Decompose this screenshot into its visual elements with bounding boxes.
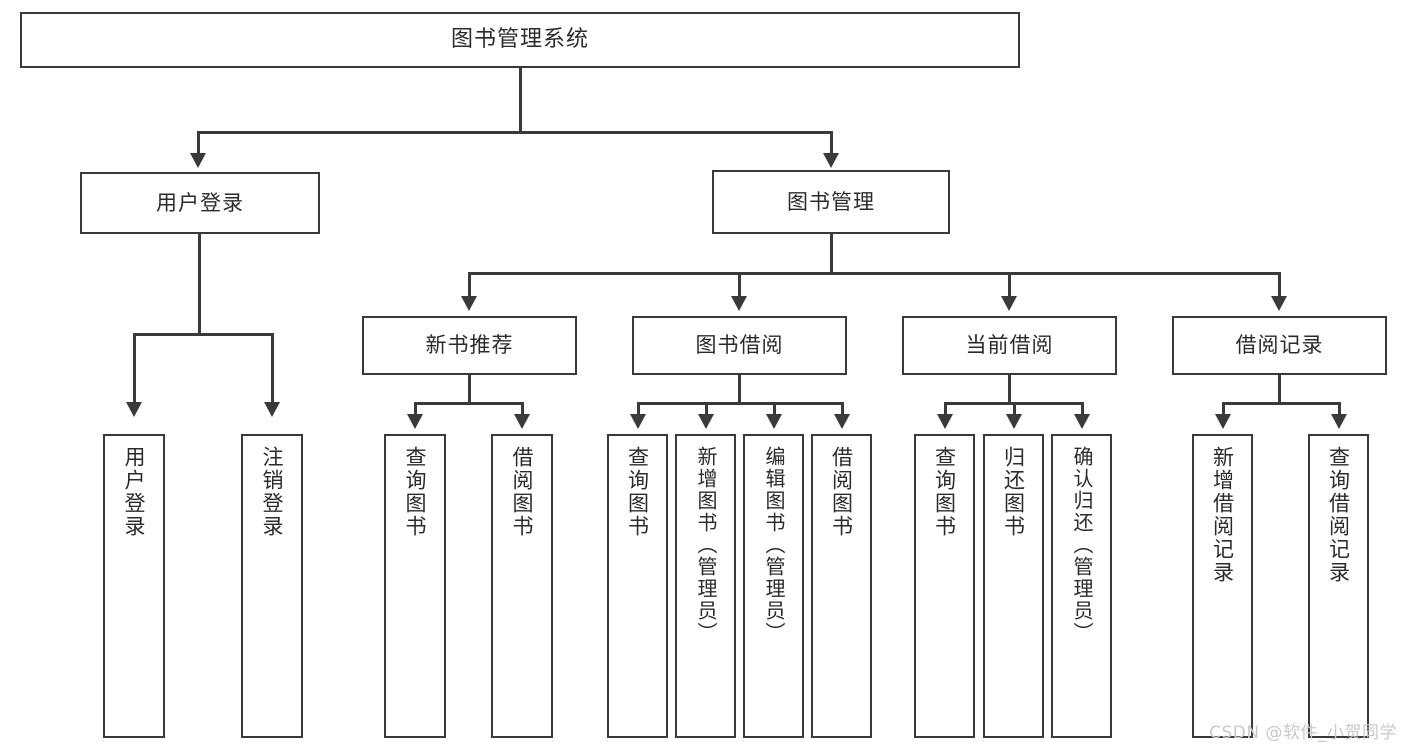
connector-level2-bus [197,131,832,134]
node-label: 用户登录 [156,190,244,215]
leaf-borrow-add-book-admin[interactable]: 新增图书（管理员） [675,434,736,738]
node-new-book-recommend[interactable]: 新书推荐 [362,316,577,375]
arrowhead-borrow-3 [766,414,782,429]
arrowhead-record-2 [1331,414,1347,429]
node-root-book-management-system[interactable]: 图书管理系统 [20,12,1020,68]
node-borrow-record[interactable]: 借阅记录 [1172,316,1387,375]
connector-record-bus [1222,402,1340,405]
connector-record-drop-2 [1338,402,1341,418]
leaf-current-query-book[interactable]: 查询图书 [914,434,975,738]
leaf-record-query-record[interactable]: 查询借阅记录 [1308,434,1369,738]
node-label: 注销登录 [260,446,285,538]
node-label: 查询图书 [625,446,650,538]
node-label: 图书管理 [787,189,875,214]
connector-level3-bus [468,272,1280,275]
connector-borrow-stem [738,375,741,404]
connector-borrow-drop-3 [773,402,776,418]
node-label: 图书管理系统 [450,27,589,53]
connector-borrow-bus [637,402,843,405]
node-label: 查询借阅记录 [1326,446,1351,584]
arrowhead-current-3 [1074,414,1090,429]
arrowhead-user-login-1 [126,402,142,417]
leaf-borrow-query-book[interactable]: 查询图书 [607,434,668,738]
arrowhead-level3-3 [1001,296,1017,311]
connector-current-drop-3 [1081,402,1084,418]
leaf-borrow-edit-book-admin[interactable]: 编辑图书（管理员） [743,434,804,738]
node-label: 编辑图书（管理员） [762,446,786,644]
connector-root-stem [519,68,522,132]
arrowhead-borrow-2 [698,414,714,429]
arrowhead-record-1 [1215,414,1231,429]
node-label: 新增图书（管理员） [694,446,718,644]
connector-borrow-drop-1 [637,402,640,418]
node-label: 查询图书 [932,446,957,538]
connector-level3-drop-3 [1008,272,1011,300]
leaf-recommend-borrow-book[interactable]: 借阅图书 [491,434,553,738]
connector-recommend-drop-2 [521,402,524,418]
node-label: 用户登录 [122,446,147,538]
connector-user-login-stem [198,234,201,335]
arrowhead-current-2 [1006,414,1022,429]
node-label: 新书推荐 [425,333,514,358]
node-label: 借阅图书 [510,446,535,538]
arrowhead-level3-1 [461,296,477,311]
leaf-current-return-book[interactable]: 归还图书 [983,434,1044,738]
connector-level3-drop-1 [468,272,471,300]
node-book-management[interactable]: 图书管理 [712,170,950,234]
connector-level3-drop-2 [738,272,741,300]
connector-borrow-drop-2 [705,402,708,418]
node-label: 借阅图书 [829,446,854,538]
arrowhead-recommend-2 [514,414,530,429]
connector-user-login-drop-2 [271,333,274,406]
leaf-user-login-login[interactable]: 用户登录 [103,434,165,738]
node-label: 新增借阅记录 [1210,446,1235,584]
connector-current-drop-1 [944,402,947,418]
node-user-login[interactable]: 用户登录 [80,172,320,234]
leaf-current-confirm-return-admin[interactable]: 确认归还（管理员） [1051,434,1112,738]
leaf-borrow-borrow-book[interactable]: 借阅图书 [811,434,872,738]
arrowhead-current-1 [937,414,953,429]
connector-recommend-bus [414,402,524,405]
arrowhead-level2-book [823,153,839,168]
connector-level2-drop-user [197,131,200,157]
arrowhead-level2-user [190,153,206,168]
arrowhead-level3-2 [731,296,747,311]
connector-record-stem [1278,375,1281,404]
node-label: 确认归还（管理员） [1070,446,1094,644]
connector-recommend-drop-1 [414,402,417,418]
leaf-record-add-record[interactable]: 新增借阅记录 [1192,434,1253,738]
arrowhead-borrow-4 [834,414,850,429]
connector-current-stem [1008,375,1011,404]
arrowhead-level3-4 [1271,296,1287,311]
arrowhead-user-login-2 [264,402,280,417]
node-label: 借阅记录 [1235,333,1324,358]
connector-book-mgmt-stem [830,234,833,274]
connector-user-login-drop-1 [133,333,136,406]
connector-borrow-drop-4 [841,402,844,418]
node-current-borrow[interactable]: 当前借阅 [902,316,1117,375]
connector-level3-drop-4 [1278,272,1281,300]
arrowhead-recommend-1 [407,414,423,429]
node-label: 图书借阅 [695,333,784,358]
connector-user-login-bus [133,333,273,336]
node-label: 归还图书 [1001,446,1026,538]
leaf-user-login-logout[interactable]: 注销登录 [241,434,303,738]
connector-current-drop-2 [1013,402,1016,418]
connector-record-drop-1 [1222,402,1225,418]
connector-recommend-stem [468,375,471,404]
leaf-recommend-query-book[interactable]: 查询图书 [384,434,446,738]
connector-level2-drop-book [830,131,833,157]
node-label: 当前借阅 [965,333,1054,358]
arrowhead-borrow-1 [630,414,646,429]
node-book-borrow[interactable]: 图书借阅 [632,316,847,375]
node-label: 查询图书 [403,446,428,538]
